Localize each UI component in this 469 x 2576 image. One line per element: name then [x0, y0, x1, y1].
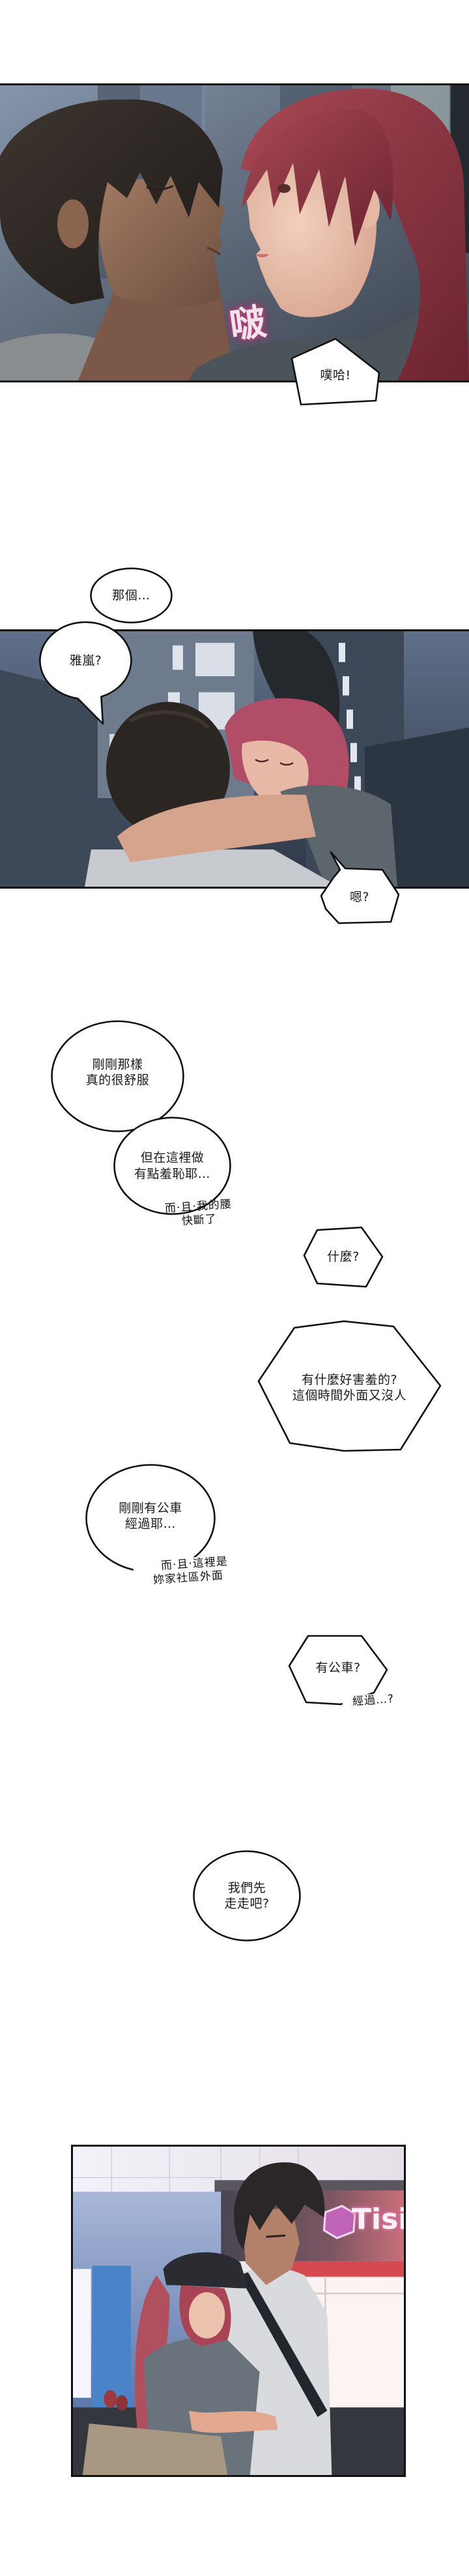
bubble-line: 我們先 — [227, 1880, 266, 1895]
bubble-outline — [39, 621, 132, 725]
speech-bubble: 那個… — [90, 567, 173, 623]
bubble-line: 經過耶… — [124, 1517, 176, 1531]
bubble-line: 嗯? — [349, 889, 370, 904]
comic-panel-1 — [0, 83, 469, 382]
store-sign-text: Tisi — [352, 2203, 406, 2236]
sound-effect-kiss: 啵 — [227, 300, 270, 348]
panel-3-illustration — [73, 2147, 404, 2475]
bubble-line: 噗哈! — [320, 367, 351, 382]
bubble-line: 這個時間外面又沒人 — [292, 1388, 407, 1403]
bubble-line: 有點羞恥耶… — [134, 1166, 210, 1181]
bubble-outline — [303, 1226, 384, 1288]
speech-bubble: 什麼? — [303, 1226, 384, 1288]
speech-bubble: 有公車? — [288, 1633, 388, 1706]
hugging-couple — [85, 631, 397, 887]
bubble-line: 有公車? — [315, 1660, 361, 1675]
woman-figure — [189, 88, 469, 380]
bubble-text: 嗯? — [318, 870, 401, 924]
bubble-text: 雅嵐? — [39, 621, 132, 700]
bubble-text: 但在這裡做 有點羞恥耶… — [113, 1117, 231, 1215]
bubble-line: 但在這裡做 — [140, 1151, 205, 1166]
man-figure — [0, 99, 234, 380]
bubble-line: 有什麼好害羞的? — [301, 1372, 398, 1387]
bubble-outline — [257, 1320, 442, 1452]
bubble-text: 我們先 走走吧? — [193, 1850, 301, 1941]
speech-bubble: 噗哈! — [290, 337, 381, 406]
bubble-line: 什麼? — [327, 1249, 360, 1264]
handwritten-aside: 經過…? — [341, 1691, 406, 1717]
bubble-line: 剛剛那樣 — [92, 1057, 143, 1072]
bubble-line: 真的很舒服 — [85, 1073, 150, 1087]
speech-bubble: 我們先 走走吧? — [193, 1850, 301, 1941]
handwritten-aside: 而‧且‧我的腰 快斷了 — [152, 1197, 246, 1245]
bubble-text: 剛剛那樣 真的很舒服 — [51, 1020, 184, 1124]
speech-bubble: 剛剛那樣 真的很舒服 — [51, 1020, 184, 1132]
bubble-line: 雅嵐? — [69, 653, 102, 668]
bubble-text: 有什麼好害羞的? 這個時間外面又沒人 — [257, 1321, 442, 1455]
bubble-text: 什麼? — [304, 1226, 383, 1287]
store-logo-icon — [322, 2205, 356, 2239]
bubble-outline — [51, 1020, 184, 1132]
bubble-outline — [291, 337, 380, 406]
panel-1-illustration — [0, 85, 469, 380]
bubble-outline — [193, 1850, 301, 1941]
bubble-line: 那個… — [112, 588, 150, 603]
bubble-outline — [113, 1117, 231, 1215]
bubble-text: 剛剛有公車 經過耶… — [85, 1464, 216, 1568]
handwritten-aside: 而‧且‧這裡是 妳家社區外面 — [132, 1554, 244, 1603]
bubble-text: 有公車? — [289, 1633, 388, 1703]
bubble-text: 噗哈! — [290, 345, 381, 406]
speech-bubble: 雅嵐? — [39, 621, 132, 725]
speech-bubble: 嗯? — [318, 847, 401, 925]
speech-bubble: 但在這裡做 有點羞恥耶… — [113, 1117, 231, 1215]
couple-walking — [82, 2162, 332, 2475]
bubble-line: 剛剛有公車 — [119, 1500, 182, 1515]
comic-panel-3: Tisi — [71, 2145, 406, 2477]
speech-bubble: 有什麼好害羞的? 這個時間外面又沒人 — [257, 1320, 442, 1455]
bubble-line: 走走吧? — [224, 1896, 270, 1911]
bubble-outline — [320, 851, 400, 924]
speech-bubble: 剛剛有公車 經過耶… — [85, 1464, 216, 1573]
bubble-outline — [288, 1635, 388, 1706]
bubble-outline — [90, 567, 173, 623]
bubble-text: 那個… — [90, 567, 173, 623]
